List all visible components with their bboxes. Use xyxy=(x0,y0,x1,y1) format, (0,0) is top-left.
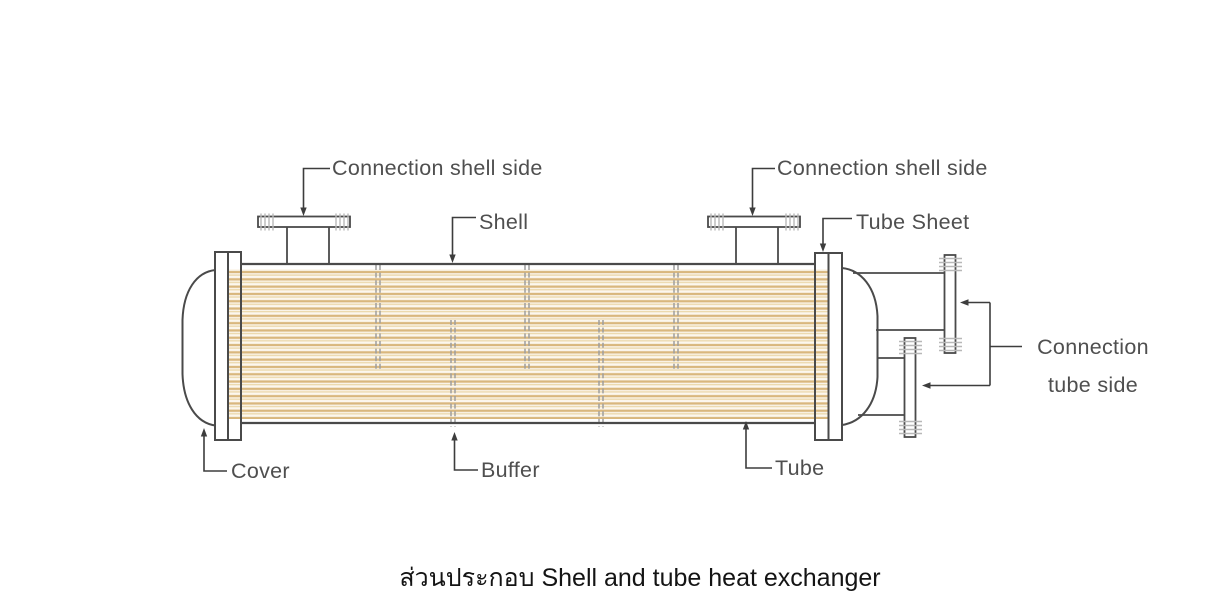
label-buffer: Buffer xyxy=(481,458,540,482)
arrow-up-icon xyxy=(451,432,458,441)
arrow-up-icon xyxy=(742,421,750,430)
leader-connection-shell-side-right xyxy=(749,167,775,216)
arrow-down-icon xyxy=(749,207,756,216)
label-tube: Tube xyxy=(775,456,825,480)
arrow-left-icon xyxy=(960,299,969,306)
label-connection-tube-side: Connection tube side xyxy=(1037,328,1149,404)
label-connection-shell-side-left: Connection shell side xyxy=(332,156,543,180)
shell-body xyxy=(241,262,815,425)
arrow-down-icon xyxy=(449,254,456,263)
cover-dome xyxy=(181,269,216,427)
bolt-hatch xyxy=(939,257,962,352)
leader-tube-sheet xyxy=(819,217,852,252)
bolt-hatch xyxy=(710,213,799,231)
tube-nozzle-upper xyxy=(853,254,962,354)
leader-shell xyxy=(449,216,476,263)
leader-cover xyxy=(200,428,227,472)
label-shell: Shell xyxy=(479,210,529,234)
bonnet-dome xyxy=(841,267,879,426)
label-connection-tube-side-line2: tube side xyxy=(1048,373,1138,397)
shell-nozzle-right xyxy=(707,213,801,264)
arrow-down-icon xyxy=(819,243,827,252)
shell-nozzle-left xyxy=(257,213,351,264)
label-connection-tube-side-line1: Connection xyxy=(1037,335,1149,359)
figure-caption: ส่วนประกอบ Shell and tube heat exchanger xyxy=(399,564,881,592)
right-flange-pair xyxy=(814,252,843,441)
tube-nozzle-lower xyxy=(858,337,922,438)
arrow-down-icon xyxy=(300,207,307,216)
bolt-hatch xyxy=(899,340,922,435)
label-connection-shell-side-right: Connection shell side xyxy=(777,156,988,180)
baffles xyxy=(375,265,679,427)
arrow-up-icon xyxy=(200,428,208,437)
leader-connection-tube-side xyxy=(922,299,1022,389)
label-cover: Cover xyxy=(231,459,290,483)
bolt-hatch xyxy=(260,213,349,231)
left-flange-pair xyxy=(214,251,242,441)
label-tube-sheet: Tube Sheet xyxy=(856,210,970,234)
leader-buffer xyxy=(451,432,478,471)
arrow-left-icon xyxy=(922,382,931,389)
leader-tube xyxy=(742,421,772,469)
leader-connection-shell-side-left xyxy=(300,167,330,216)
